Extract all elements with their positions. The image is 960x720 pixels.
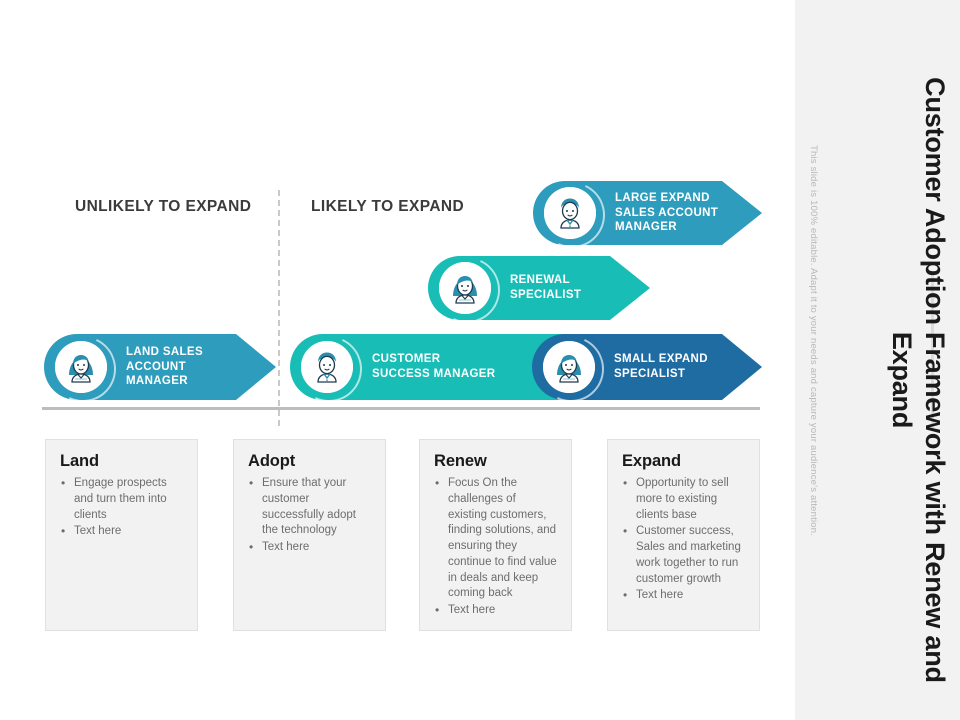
avatar <box>424 247 510 333</box>
card-adopt[interactable]: AdoptEnsure that your customer successfu… <box>233 439 386 631</box>
arrow-label: SMALL EXPAND SPECIALIST <box>614 353 708 380</box>
male-avatar-icon <box>301 341 353 393</box>
column-heading-unlikely: UNLIKELY TO EXPAND <box>75 198 252 215</box>
card-expand[interactable]: ExpandOpportunity to sell more to existi… <box>607 439 760 631</box>
page-title: Customer Adoption Framework with Renew a… <box>827 0 955 720</box>
avatar <box>40 326 126 412</box>
card-bullet: Text here <box>60 523 183 540</box>
card-bullet-list: Engage prospects and turn them into clie… <box>60 475 183 540</box>
page-title-text: Customer Adoption Framework with Renew a… <box>887 77 950 683</box>
arrow-label: CUSTOMER SUCCESS MANAGER <box>372 353 496 380</box>
sidebar-subtitle: This slide is 100% editable. Adapt it to… <box>808 0 819 620</box>
card-bullet: Text here <box>248 539 371 556</box>
column-heading-likely: LIKELY TO EXPAND <box>311 198 465 215</box>
female-avatar-icon <box>543 341 595 393</box>
female-avatar-icon <box>439 262 491 314</box>
avatar <box>529 172 615 258</box>
card-bullet-list: Focus On the challenges of existing cust… <box>434 475 557 619</box>
horizontal-baseline-divider <box>42 407 760 410</box>
card-title: Renew <box>434 452 487 470</box>
card-bullet: Text here <box>434 602 557 619</box>
card-bullet: Customer success, Sales and marketing wo… <box>622 523 745 587</box>
vertical-dashed-divider <box>278 190 280 426</box>
card-bullet: Focus On the challenges of existing cust… <box>434 475 557 602</box>
avatar <box>286 326 372 412</box>
arrow-shape <box>44 334 276 400</box>
avatar <box>528 326 614 412</box>
card-bullet-list: Ensure that your customer successfully a… <box>248 475 371 556</box>
arrow-large-expand-sales-account-manager[interactable]: LARGE EXPAND SALES ACCOUNT MANAGER <box>529 172 762 258</box>
arrow-label: LARGE EXPAND SALES ACCOUNT MANAGER <box>615 191 719 234</box>
sidebar-panel: Customer Adoption Framework with Renew a… <box>795 0 960 720</box>
card-title: Expand <box>622 452 681 470</box>
card-title: Adopt <box>248 452 296 470</box>
female-avatar-icon <box>55 341 107 393</box>
arrow-label: LAND SALES ACCOUNT MANAGER <box>126 345 203 388</box>
sidebar-divider <box>931 275 934 430</box>
arrow-renewal-specialist[interactable]: RENEWAL SPECIALIST <box>424 247 650 333</box>
card-bullet: Ensure that your customer successfully a… <box>248 475 371 539</box>
arrow-small-expand-specialist[interactable]: SMALL EXPAND SPECIALIST <box>528 326 762 412</box>
card-bullet: Engage prospects and turn them into clie… <box>60 475 183 523</box>
card-bullet: Opportunity to sell more to existing cli… <box>622 475 745 523</box>
male-avatar-icon <box>544 187 596 239</box>
card-land[interactable]: LandEngage prospects and turn them into … <box>45 439 198 631</box>
arrow-land-sales-account-manager[interactable]: LAND SALES ACCOUNT MANAGER <box>40 326 276 412</box>
card-bullet: Text here <box>622 587 745 604</box>
card-renew[interactable]: RenewFocus On the challenges of existing… <box>419 439 572 631</box>
sidebar-subtitle-text: This slide is 100% editable. Adapt it to… <box>808 145 819 537</box>
card-title: Land <box>60 452 100 470</box>
arrow-label: RENEWAL SPECIALIST <box>510 274 582 301</box>
card-bullet-list: Opportunity to sell more to existing cli… <box>622 475 745 604</box>
